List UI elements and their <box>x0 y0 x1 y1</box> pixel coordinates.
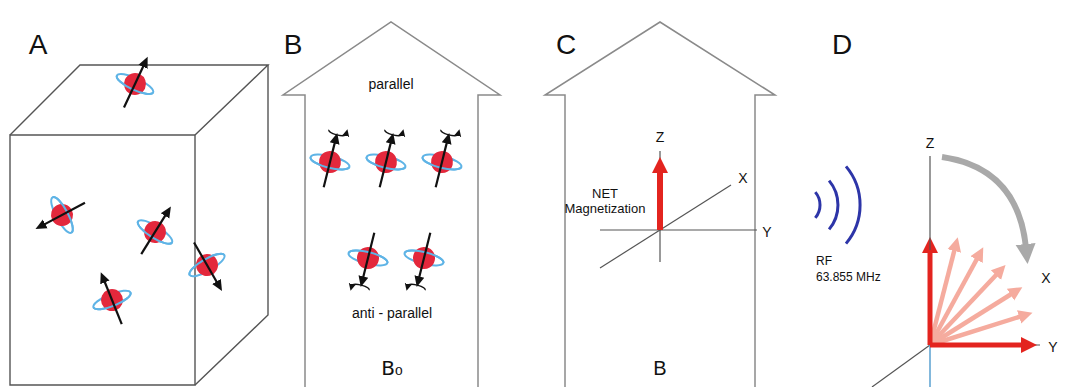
rf-waves <box>815 166 860 243</box>
axis-below <box>929 345 931 387</box>
panel-letter: A <box>29 29 48 61</box>
tipping-vectors <box>930 248 1022 345</box>
field-arrow-outline <box>545 22 775 387</box>
axis-label: X <box>1041 270 1050 286</box>
field-label: B <box>653 357 666 380</box>
axis-label: Z <box>926 135 935 151</box>
net-magnetization-vector <box>657 170 663 230</box>
state-label: parallel <box>368 76 413 92</box>
vector-label: NET Magnetization <box>565 187 646 217</box>
longitudinal-vector <box>928 250 933 345</box>
panel-letter: B <box>284 29 303 61</box>
panel-letter: D <box>832 29 852 61</box>
axis-label: Y <box>762 224 771 240</box>
flip-arrow <box>942 157 1026 248</box>
axis-label: Z <box>656 129 665 145</box>
axes <box>872 345 1040 387</box>
axis-label: Y <box>1048 339 1057 355</box>
aligned-spins <box>304 127 469 293</box>
state-label: anti - parallel <box>352 305 432 321</box>
rf-label: RF <box>816 255 832 269</box>
proton-spins <box>34 57 235 332</box>
cube <box>10 65 268 385</box>
rf-frequency: 63.855 MHz <box>816 271 881 285</box>
field-label: B₀ <box>381 357 403 380</box>
axis-label: X <box>738 170 747 186</box>
panel-letter: C <box>556 29 576 61</box>
z-axis <box>929 156 930 250</box>
field-arrow-outline <box>283 22 500 387</box>
transverse-vector <box>930 343 1024 348</box>
